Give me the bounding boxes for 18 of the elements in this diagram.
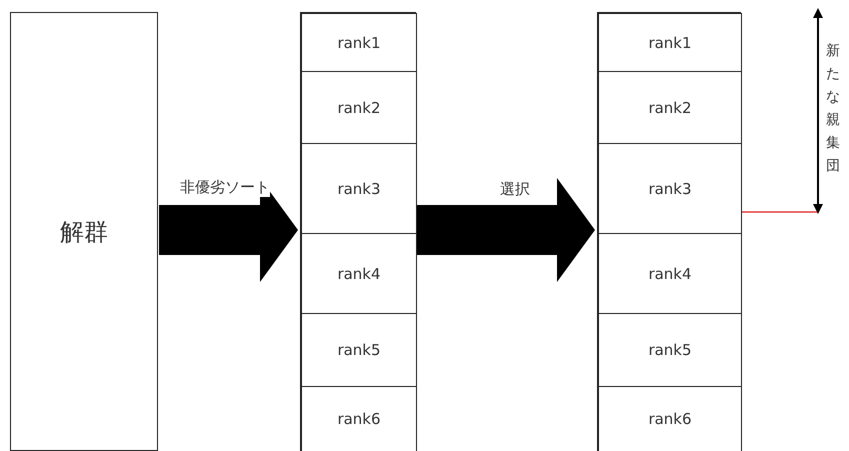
rank-box: rank4	[598, 233, 742, 314]
rank-box: rank3	[301, 143, 417, 234]
edge-label: 非優劣ソート	[180, 178, 270, 197]
rank-box: rank2	[301, 71, 417, 144]
edge-label: 選択	[500, 180, 530, 199]
rank-box: rank6	[598, 386, 742, 451]
rank-box: rank1	[301, 13, 417, 72]
rank-box: rank6	[301, 386, 417, 451]
block-arrow	[417, 178, 595, 282]
population-box: 解群	[10, 12, 158, 451]
rank-box: rank2	[598, 71, 742, 144]
rank-box: rank1	[598, 13, 742, 72]
rank-column	[300, 12, 416, 451]
rank-box: rank4	[301, 233, 417, 314]
rank-column	[597, 12, 741, 451]
rank-box: rank5	[301, 313, 417, 387]
rank-box: rank5	[598, 313, 742, 387]
rank-box: rank3	[598, 143, 742, 234]
